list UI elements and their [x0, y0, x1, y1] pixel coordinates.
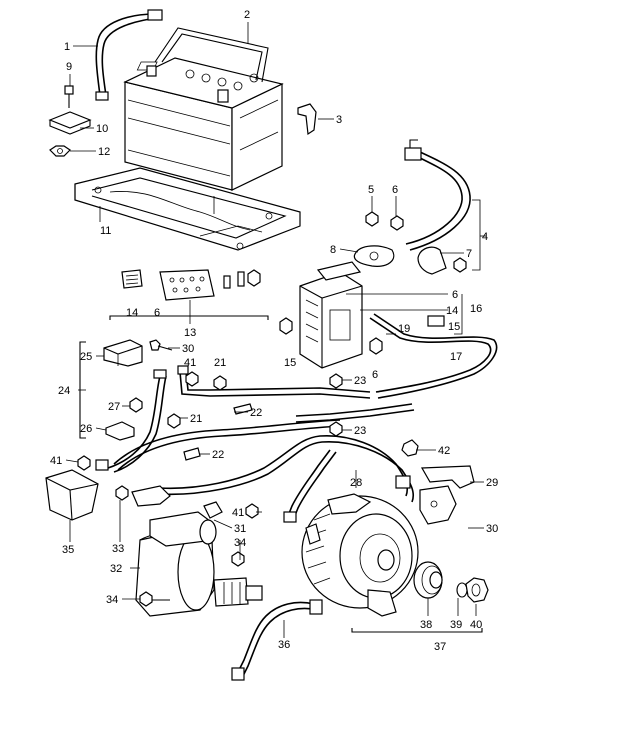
callout-16: 16 [470, 303, 482, 315]
bracket-29 [401, 439, 475, 525]
callout-30b: 30 [486, 523, 498, 535]
callout-10: 10 [96, 123, 108, 135]
callout-6b: 6 [154, 307, 160, 319]
battery-cable-17 [369, 313, 498, 399]
callout-7: 7 [466, 248, 472, 260]
callout-36: 36 [278, 639, 290, 651]
callout-6c: 6 [452, 289, 458, 301]
washer-39 [456, 582, 468, 598]
callout-23b: 23 [354, 425, 366, 437]
control-module [279, 261, 383, 369]
fuse-carrier-13 [109, 269, 269, 320]
callout-11: 11 [100, 225, 111, 237]
callout-21a: 21 [214, 357, 226, 369]
callout-41b: 41 [50, 455, 62, 467]
callout-34a: 34 [234, 537, 246, 549]
callout-35: 35 [62, 544, 74, 556]
alternator [301, 493, 419, 617]
starter-cable-36 [231, 599, 323, 681]
callout-37: 37 [434, 641, 446, 653]
parts-5-6-7-8 [353, 211, 467, 275]
callout-30a: 30 [182, 343, 194, 355]
callout-labels: 1 2 3 4 5 6 6 6 6 7 8 9 10 11 12 13 14 1… [50, 9, 498, 653]
callout-22b: 22 [212, 449, 224, 461]
bracket-26 [105, 421, 135, 441]
nut-40 [465, 577, 489, 603]
callout-38: 38 [420, 619, 432, 631]
callout-15b: 15 [284, 357, 296, 369]
callout-6a: 6 [392, 184, 398, 196]
callout-19: 19 [398, 323, 410, 335]
callout-9: 9 [66, 61, 72, 73]
callout-42: 42 [438, 445, 450, 457]
callout-24: 24 [58, 385, 70, 397]
callout-25: 25 [80, 351, 92, 363]
callout-26: 26 [80, 423, 92, 435]
pulley-38 [413, 561, 443, 599]
battery [123, 27, 284, 191]
vent-elbow-3 [297, 103, 317, 136]
callout-34b: 34 [106, 594, 118, 606]
main-wiring-harness [95, 365, 415, 473]
bracket-line-37 [351, 628, 483, 633]
callout-40: 40 [470, 619, 482, 631]
callout-1: 1 [64, 41, 70, 53]
callout-4: 4 [482, 231, 488, 243]
callout-8: 8 [330, 244, 336, 256]
leader-lines [65, 22, 486, 638]
battery-tray [74, 167, 301, 251]
callout-12: 12 [98, 146, 110, 158]
nut-12 [49, 145, 71, 157]
callout-28: 28 [350, 477, 362, 489]
callout-39: 39 [450, 619, 462, 631]
callout-2: 2 [244, 9, 250, 21]
callout-17: 17 [450, 351, 462, 363]
bolt-9 [64, 85, 74, 108]
callout-41c: 41 [232, 507, 244, 519]
callout-32: 32 [110, 563, 122, 575]
small-fasteners [77, 371, 343, 519]
callout-22a: 22 [250, 407, 262, 419]
callout-5: 5 [368, 184, 374, 196]
alternator-cable-28 [159, 435, 415, 523]
callout-14a: 14 [126, 307, 138, 319]
callout-21b: 21 [190, 413, 202, 425]
callout-13: 13 [184, 327, 196, 339]
terminal-cover-35 [45, 469, 99, 521]
callout-33: 33 [112, 543, 124, 555]
callout-6d: 6 [372, 369, 378, 381]
callout-29: 29 [486, 477, 498, 489]
callout-15a: 15 [448, 321, 460, 333]
ground-strap-cable [95, 9, 163, 101]
callout-23a: 23 [354, 375, 366, 387]
callout-27: 27 [108, 401, 120, 413]
bracket-10 [48, 111, 92, 135]
callout-3: 3 [336, 114, 342, 126]
callout-41a: 41 [184, 357, 196, 369]
starter-motor [131, 485, 263, 617]
callout-14b: 14 [446, 305, 458, 317]
positive-cable-4 [404, 139, 471, 251]
bolts-27 [129, 339, 173, 413]
callout-31: 31 [234, 523, 246, 535]
bracket-25 [103, 339, 143, 367]
